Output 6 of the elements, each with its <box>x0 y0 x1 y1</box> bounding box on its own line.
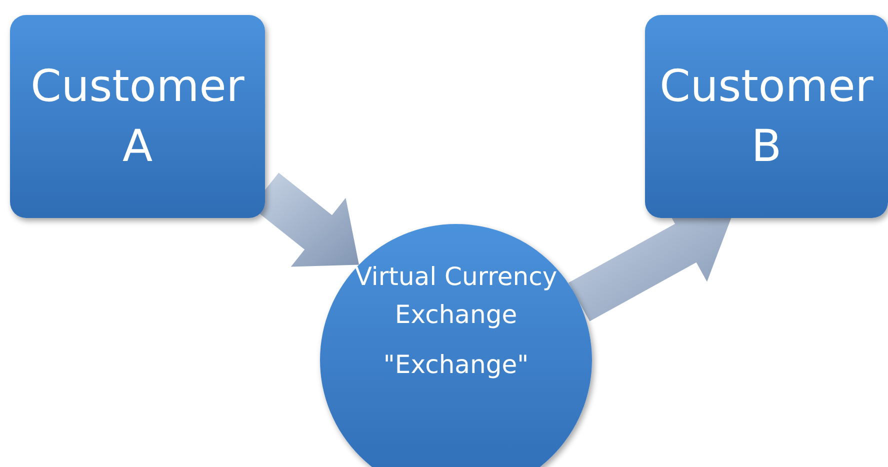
node-subtitle: "Exchange" <box>383 349 529 381</box>
customer-box <box>10 15 265 218</box>
node-label: Customer A <box>30 60 246 174</box>
customer-box <box>645 15 888 218</box>
node-label: Customer B <box>658 60 874 174</box>
node-label: Virtual Currency Exchange <box>354 261 558 331</box>
